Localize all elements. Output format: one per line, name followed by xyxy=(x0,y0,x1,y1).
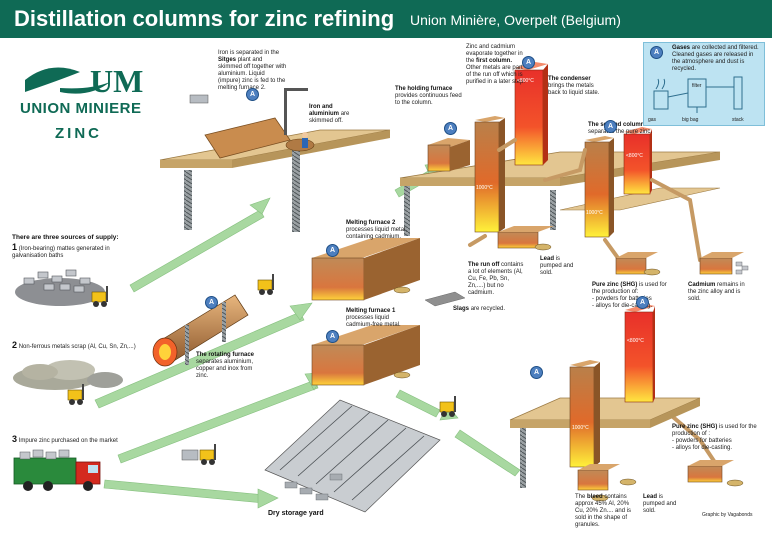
holding-furnace xyxy=(427,138,470,172)
melting-furnace-2-text: Melting furnace 2 processes liquid metal… xyxy=(346,220,408,240)
rotating-furnace-text: The rotating furnace separates aluminium… xyxy=(196,352,255,379)
badge-melting-2-icon: A xyxy=(326,244,339,257)
svg-text:UM: UM xyxy=(90,63,143,99)
melting-furnace-2 xyxy=(311,238,420,301)
slag-pile xyxy=(424,291,466,307)
condenser-text: The condenser brings the metals back to … xyxy=(548,76,600,96)
company-logo-icon: UM xyxy=(25,63,143,99)
pure-zinc-text-2: Pure zinc (SHG) is used for the producti… xyxy=(672,424,757,451)
melting-furnace-1 xyxy=(311,325,420,386)
rotating-furnace xyxy=(152,294,249,367)
badge-third-condenser-icon: A xyxy=(636,296,649,309)
third-column xyxy=(569,360,600,468)
temp-condenser-2: <800°C xyxy=(626,153,643,159)
holding-furnace-text: The holding furnace provides continuous … xyxy=(395,86,462,106)
pure-zinc-box-2 xyxy=(687,460,744,487)
temp-condenser-1: <800°C xyxy=(517,78,534,84)
runoff-box xyxy=(497,226,554,251)
third-condenser xyxy=(624,304,655,403)
column-platform-bottom xyxy=(509,397,701,488)
badge-third-column-icon: A xyxy=(530,366,543,379)
sitges-plant xyxy=(159,88,391,232)
pure-zinc-box-1 xyxy=(615,252,661,276)
temp-condenser-3: <800°C xyxy=(627,338,644,344)
temp-column-1: 1000°C xyxy=(476,185,493,191)
first-column-text: Zinc and cadmium evaporate together in t… xyxy=(466,44,526,85)
bleed-text: The bleed contains approx 45% Al, 20% Cu… xyxy=(575,494,632,528)
storage-shed xyxy=(264,399,441,513)
forklift-5 xyxy=(439,396,456,417)
forklift-3 xyxy=(67,384,84,405)
supply-source-3: 3 Impure zinc purchased on the market xyxy=(12,434,118,445)
badge-melting-1-icon: A xyxy=(326,330,339,343)
forklift-4 xyxy=(181,444,216,465)
logo-company-name: UNION MINIERE xyxy=(20,100,142,117)
gases-text: Gases are collected and filtered. Cleane… xyxy=(672,45,759,72)
second-condenser xyxy=(623,127,652,195)
run-off-text: The run off contains a lot of elements (… xyxy=(468,262,524,296)
badge-rotating-icon: A xyxy=(205,296,218,309)
gas-label-stack: stack xyxy=(732,117,744,123)
lead-pot-2 xyxy=(619,478,637,486)
supply-source-1: 1 (Iron-bearing) mattes generated in gal… xyxy=(12,242,110,260)
gas-label-filter: filter xyxy=(692,83,702,89)
truck xyxy=(13,449,101,491)
slags-text: Slags are recycled. xyxy=(453,306,506,312)
badge-second-column-icon: A xyxy=(604,120,617,133)
logo-unit-name: ZINC xyxy=(55,125,102,142)
temp-column-2: 1000°C xyxy=(586,210,603,216)
storage-yard-label: Dry storage yard xyxy=(268,510,324,517)
flow-arrows xyxy=(94,162,521,509)
lead-text-1: Lead is pumped and sold. xyxy=(540,256,574,276)
cadmium-text: Cadmium remains in the zinc alloy and is… xyxy=(688,282,745,302)
second-column xyxy=(584,136,614,238)
page-subtitle: Union Minière, Overpelt (Belgium) xyxy=(410,12,621,28)
header-bar: Distillation columns for zinc refining U… xyxy=(0,0,772,38)
first-condenser xyxy=(514,62,548,166)
gas-filter-icon xyxy=(653,76,743,113)
supply-intro: There are three sources of supply: xyxy=(12,234,119,241)
gases-panel: Gases are collected and filtered. Cleane… xyxy=(643,42,765,126)
lead-text-2: Lead is pumped and sold. xyxy=(643,494,677,514)
temp-column-3: 1000°C xyxy=(572,425,589,431)
pure-zinc-text-1: Pure zinc (SHG) is used for the producti… xyxy=(592,282,667,309)
badge-holding-icon: A xyxy=(444,122,457,135)
graphic-credit: Graphic by Vagabonds xyxy=(702,512,753,518)
badge-sitges-icon: A xyxy=(246,88,259,101)
supply-source-2: 2 Non-ferrous metals scrap (Al, Cu, Sn, … xyxy=(12,340,136,351)
first-column xyxy=(474,116,505,233)
scrap-piles xyxy=(13,269,123,390)
sitges-text: Iron is separated in the Sitges plant an… xyxy=(218,50,287,91)
forklift-1 xyxy=(91,286,108,307)
gas-label-gas: gas xyxy=(648,117,657,123)
bleed-box xyxy=(577,464,620,502)
cadmium-box xyxy=(699,252,749,275)
badge-condenser-icon: A xyxy=(522,56,535,69)
gas-label-bigbag: big bag xyxy=(682,117,699,123)
melting-furnace-1-text: Melting furnace 1 processes liquid cadmi… xyxy=(346,308,401,328)
page-title: Distillation columns for zinc refining xyxy=(14,6,395,31)
iron-aluminium-text: Iron and aluminium are skimmed off. xyxy=(309,104,350,124)
gases-badge-icon: A xyxy=(650,46,663,59)
forklift-2 xyxy=(257,274,274,295)
